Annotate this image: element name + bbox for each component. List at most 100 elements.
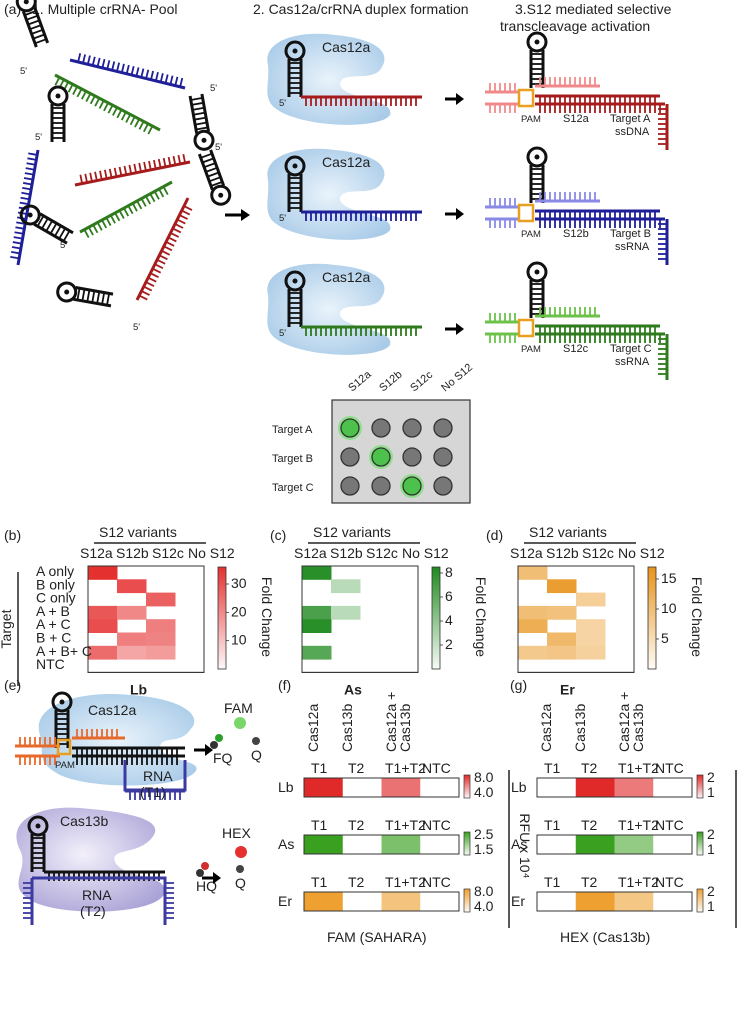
- stem-bond: [200, 152, 213, 159]
- strand-tooth: [15, 226, 25, 230]
- g-bar-cell: [575, 835, 615, 854]
- f-header: Cas12a: [305, 704, 321, 752]
- five-prime-label: 5': [133, 322, 140, 333]
- loop: [193, 129, 215, 151]
- heatmap-cell: [576, 592, 606, 607]
- colorbar: [217, 566, 227, 670]
- target-type-label: ssDNA: [615, 126, 650, 138]
- hq-label: HQ: [196, 878, 217, 894]
- plate-row-label: Target C: [272, 482, 314, 494]
- heatmap-cell: [331, 605, 361, 620]
- crrna-1: 5': [15, 0, 161, 135]
- dsdna-region: [485, 92, 520, 104]
- row-label: B + C: [36, 630, 71, 646]
- crrna-hairpin-icon: [526, 146, 548, 203]
- strand-tooth: [94, 171, 98, 181]
- column-label: S12b: [116, 545, 149, 561]
- crrna-hairpin-icon: [15, 0, 50, 48]
- plate-column-label: S12a: [346, 368, 374, 394]
- f-bar-border: [303, 834, 460, 855]
- strand-backbone: [79, 180, 173, 234]
- strand-tooth: [150, 70, 154, 80]
- strand-tooth: [138, 162, 142, 172]
- crrna-6: 5': [56, 197, 193, 333]
- plot-border: [87, 565, 205, 673]
- column-label: S12a: [294, 545, 327, 561]
- heatmap-cell: [117, 579, 147, 594]
- strand-tooth: [170, 232, 179, 238]
- f-bar-border: [303, 891, 460, 912]
- stem-bond: [106, 293, 110, 306]
- strand-tooth: [24, 172, 34, 176]
- strand-tooth: [13, 236, 23, 240]
- negative-well: [402, 418, 422, 438]
- strand-tooth: [21, 191, 31, 196]
- f-bar-label: T1: [311, 760, 328, 776]
- strand-tooth: [104, 169, 108, 179]
- cas12a-label: Cas12a: [322, 154, 370, 170]
- crrna-2: 5': [69, 53, 217, 151]
- plate-row-label: Target A: [272, 424, 313, 436]
- colorbar-tick-label: 4: [445, 612, 453, 628]
- stem-bond: [194, 121, 208, 126]
- crrna-spacer: [79, 180, 173, 238]
- step3-title-line2: transcleavage activation: [500, 18, 650, 34]
- f-bar-cell: [304, 778, 343, 797]
- f-bar-cell: [304, 892, 343, 911]
- s12-label: S12a: [563, 113, 590, 125]
- cas12a-label: Cas12a: [88, 702, 136, 718]
- heatmap-cell: [518, 645, 548, 660]
- five-prime-label: 5': [20, 66, 27, 77]
- negative-well: [433, 476, 453, 496]
- g-header: Cas12a +Cas13b: [616, 692, 646, 752]
- strand-tooth: [140, 68, 145, 78]
- crrna-hairpin-icon: [526, 31, 548, 88]
- strand-tooth: [85, 93, 92, 102]
- strand-tooth: [118, 166, 123, 176]
- pam-label: PAM: [521, 114, 541, 125]
- plate-column-label: S12b: [377, 369, 404, 395]
- arrow-head: [213, 872, 221, 884]
- arrow-head: [456, 93, 464, 105]
- colorbar: [431, 566, 441, 670]
- strand-tooth: [147, 125, 154, 135]
- stem-bond: [62, 230, 71, 242]
- strand-tooth: [145, 69, 150, 79]
- g-bar-label: NTC: [655, 817, 684, 833]
- crrna-hairpin-icon: [19, 204, 74, 245]
- heatmap-cell: [518, 619, 548, 633]
- stem-bond: [202, 157, 215, 164]
- target-strand: [535, 217, 665, 228]
- step-arrow: [445, 208, 464, 220]
- plate-column-label: S12c: [408, 369, 435, 395]
- g-bar-cell: [614, 835, 654, 854]
- strand-tooth: [174, 223, 184, 229]
- strand-tooth: [22, 182, 33, 186]
- loop-center: [35, 823, 41, 829]
- g-colorbar: [696, 888, 704, 913]
- heatmap-cell: [547, 645, 577, 660]
- stem-bond: [207, 171, 220, 178]
- stem-bond: [190, 97, 203, 101]
- strand-tooth: [127, 205, 134, 215]
- rna-t1-sublabel: (T1): [140, 784, 166, 800]
- crrna-hairpin-icon: [188, 93, 215, 151]
- colorbar-tick-label: 5: [661, 630, 669, 646]
- loop-center: [59, 699, 65, 705]
- crrna-5: 5': [19, 180, 173, 251]
- f-header: Cas12a +Cas13b: [383, 692, 413, 752]
- stem-bond: [34, 38, 47, 45]
- strand-tooth: [103, 102, 109, 112]
- stem-bond: [58, 227, 66, 240]
- stem-bond: [31, 28, 44, 35]
- s12-strand: [535, 192, 600, 203]
- strand-tooth: [128, 164, 133, 174]
- header-line: Cas13b: [630, 704, 646, 752]
- crrna-spacer: [135, 197, 193, 301]
- strand-tooth: [174, 76, 179, 86]
- strand-tooth: [154, 263, 164, 270]
- dsdna-region: [485, 322, 520, 334]
